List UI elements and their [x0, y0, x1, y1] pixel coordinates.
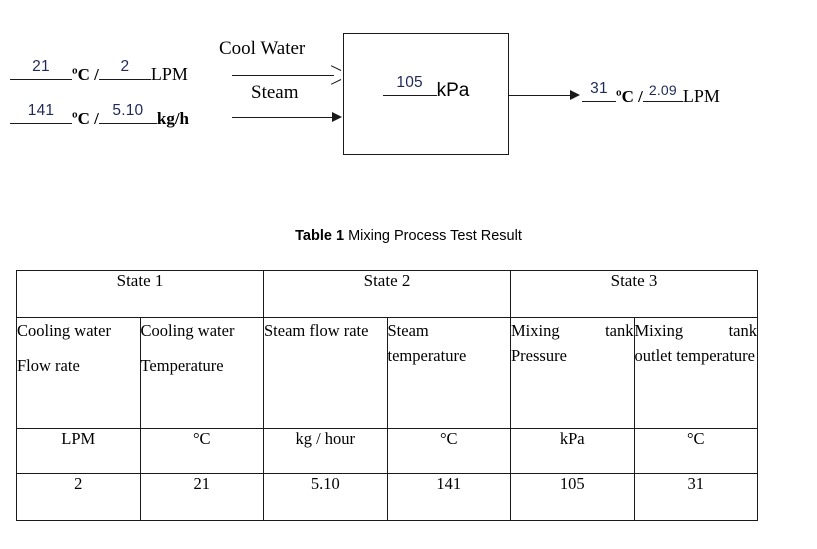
mixing-process-results-table: State 1 State 2 State 3 Cooling water Fl…: [16, 270, 758, 521]
description-line-2b: Temperature: [140, 356, 224, 376]
description-cell-1: Cooling water Flow rate: [16, 317, 141, 429]
steam-arrow-head-icon: [332, 112, 342, 122]
cool-water-arrow-shaft: [232, 75, 334, 76]
steam-arrow-shaft: [232, 117, 332, 118]
description-cell-3: Steam flow rate: [263, 317, 388, 429]
value-cell-4: 141: [386, 473, 511, 521]
value-cell-1: 2: [16, 473, 141, 521]
inlet-1-temperature-value: 21: [32, 58, 50, 75]
description-cell-4: Steam temperature: [386, 317, 511, 429]
description-line-2a: Cooling water: [140, 321, 235, 340]
value-cell-5: 105: [510, 473, 635, 521]
inlet-1-flow-unit: LPM: [150, 64, 188, 84]
inlet-1-temperature-unit: ºC /: [72, 65, 99, 84]
outlet-flow-unit: LPM: [682, 86, 720, 106]
steam-stream-label: Steam: [251, 82, 299, 103]
inlet-2-temperature-unit: ºC /: [72, 109, 99, 128]
unit-cell-3: kg / hour: [263, 428, 388, 474]
description-cell-2: Cooling water Temperature: [139, 317, 264, 429]
inlet-stream-2-annotation: 141 ºC / 5.10 kg/h: [10, 102, 189, 130]
cool-water-stream-label: Cool Water: [219, 38, 306, 59]
table-row-descriptions: Cooling water Flow rate Cooling water Te…: [16, 317, 758, 429]
inlet-2-flow-blank: 5.10: [98, 102, 157, 124]
unit-cell-6: °C: [633, 428, 758, 474]
value-cell-2: 21: [139, 473, 264, 521]
table-caption-title: Mixing Process Test Result: [348, 228, 522, 244]
mixing-tank-box: 105 kPa: [343, 33, 509, 155]
description-cell-6: Mixing tank outlet temperature: [633, 317, 758, 429]
inlet-1-temperature-blank: 21: [10, 58, 72, 80]
inlet-2-temperature-value: 141: [27, 102, 55, 119]
description-spacer-2: [141, 343, 264, 353]
table-row-states: State 1 State 2 State 3: [16, 270, 758, 318]
description-line-1a: Cooling water: [17, 321, 111, 340]
unit-cell-5: kPa: [510, 428, 635, 474]
outlet-flow-blank: 2.09: [642, 80, 683, 102]
table-row-values: 2 21 5.10 141 105 31: [16, 473, 758, 521]
table-row-units: LPM °C kg / hour °C kPa °C: [16, 428, 758, 474]
tank-pressure-unit: kPa: [436, 80, 470, 101]
outlet-temperature-value: 31: [590, 80, 608, 97]
unit-cell-4: °C: [386, 428, 511, 474]
inlet-2-flow-value: 5.10: [112, 102, 144, 119]
state-header-1: State 1: [16, 270, 264, 318]
outlet-flow-value: 2.09: [648, 82, 677, 98]
value-cell-6: 31: [633, 473, 758, 521]
unit-cell-2: °C: [139, 428, 264, 474]
value-cell-3: 5.10: [263, 473, 388, 521]
tank-pressure-value: 105: [396, 74, 423, 91]
mixing-tank-pressure-annotation: 105 kPa: [344, 74, 508, 102]
state-header-2: State 2: [263, 270, 511, 318]
tank-pressure-blank: 105: [382, 74, 437, 96]
outlet-arrow-shaft: [508, 95, 572, 96]
table-caption: Table 1 Mixing Process Test Result: [0, 228, 817, 244]
inlet-1-flow-blank: 2: [98, 58, 151, 80]
description-spacer-1: [17, 343, 140, 353]
outlet-temperature-unit: ºC /: [616, 87, 643, 106]
outlet-stream-annotation: 31 ºC / 2.09 LPM: [582, 80, 720, 108]
outlet-arrow-head-icon: [570, 90, 580, 100]
unit-cell-1: LPM: [16, 428, 141, 474]
description-line-1b: Flow rate: [17, 356, 80, 376]
inlet-2-temperature-blank: 141: [10, 102, 72, 124]
inlet-2-flow-unit: kg/h: [156, 109, 190, 128]
table-caption-label: Table 1: [295, 228, 345, 244]
state-header-3: State 3: [510, 270, 758, 318]
outlet-temperature-blank: 31: [582, 80, 616, 102]
description-cell-5: Mixing tank Pressure: [510, 317, 635, 429]
inlet-1-flow-value: 2: [120, 58, 130, 75]
inlet-stream-1-annotation: 21 ºC / 2 LPM: [10, 58, 188, 86]
